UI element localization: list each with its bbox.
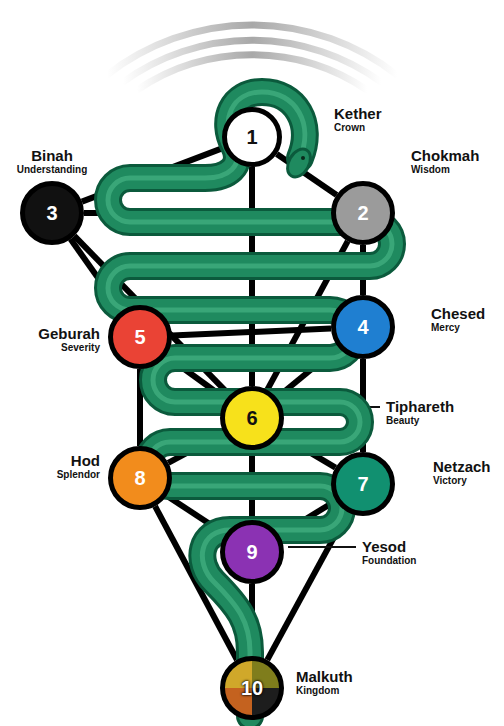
sephira-number: 5 xyxy=(108,305,172,369)
sephira-circle: 2ChokmahWisdom xyxy=(331,181,395,245)
sephira-label: ChokmahWisdom xyxy=(411,147,479,176)
sephira-meaning: Splendor xyxy=(57,469,100,481)
sephira-meaning: Crown xyxy=(334,122,382,134)
sephira-name: Yesod xyxy=(362,538,416,555)
sephira-number: 3 xyxy=(20,181,84,245)
sephira-circle: 5GeburahSeverity xyxy=(108,305,172,369)
sephira-meaning: Severity xyxy=(38,342,100,354)
sephira-label: BinahUnderstanding xyxy=(17,147,88,176)
sephira-meaning: Kingdom xyxy=(296,685,353,697)
sephira-name: Binah xyxy=(17,147,88,164)
sephira-circle: 3BinahUnderstanding xyxy=(20,181,84,245)
sephira-number: 7 xyxy=(331,452,395,516)
sephira-name: Chokmah xyxy=(411,147,479,164)
serpent-head xyxy=(283,145,315,181)
sephira-name: Chesed xyxy=(431,305,485,322)
sephira-label: NetzachVictory xyxy=(433,458,491,487)
serpent-sheen xyxy=(108,92,392,716)
sephira-name: Hod xyxy=(57,452,100,469)
sephira-number: 9 xyxy=(220,520,284,584)
sephira-label: TipharethBeauty xyxy=(386,398,454,427)
sephira-number: 10 xyxy=(220,656,284,720)
sephira-meaning: Understanding xyxy=(17,164,88,176)
sephira-label: KetherCrown xyxy=(334,105,382,134)
sephira-label: HodSplendor xyxy=(57,452,100,481)
sephira-meaning: Victory xyxy=(433,475,491,487)
serpent-eye xyxy=(301,156,305,160)
serpent-outline xyxy=(108,92,392,716)
sephira-name: Netzach xyxy=(433,458,491,475)
sephira-number: 4 xyxy=(331,295,395,359)
sephira-circle: 7NetzachVictory xyxy=(331,452,395,516)
sephira-name: Tiphareth xyxy=(386,398,454,415)
sephira-meaning: Mercy xyxy=(431,322,485,334)
sephira-circle: 8HodSplendor xyxy=(108,446,172,510)
sephira-name: Geburah xyxy=(38,325,100,342)
sephira-name: Malkuth xyxy=(296,668,353,685)
serpent-body xyxy=(108,92,392,716)
sephira-number: 8 xyxy=(108,446,172,510)
sephira-label: MalkuthKingdom xyxy=(296,668,353,697)
sephira-number: 1 xyxy=(222,107,282,167)
sephira-circle: 4ChesedMercy xyxy=(331,295,395,359)
sephira-label: YesodFoundation xyxy=(362,538,416,567)
sephira-number: 2 xyxy=(331,181,395,245)
serpent-head-shape xyxy=(283,145,315,181)
sephira-label: ChesedMercy xyxy=(431,305,485,334)
tree-path-line xyxy=(172,328,331,335)
sephira-meaning: Foundation xyxy=(362,555,416,567)
sephira-circle: 6TipharethBeauty xyxy=(220,386,284,450)
sephira-circle: 9YesodFoundation xyxy=(220,520,284,584)
sephira-meaning: Wisdom xyxy=(411,164,479,176)
sephira-name: Kether xyxy=(334,105,382,122)
leader-line xyxy=(288,546,356,548)
sephira-circle: 10MalkuthKingdom xyxy=(220,656,284,720)
sephira-label: GeburahSeverity xyxy=(38,325,100,354)
sephira-meaning: Beauty xyxy=(386,415,454,427)
serpent-skin xyxy=(108,92,392,716)
sephira-number: 6 xyxy=(220,386,284,450)
sephira-circle: 1KetherCrown xyxy=(222,107,282,167)
